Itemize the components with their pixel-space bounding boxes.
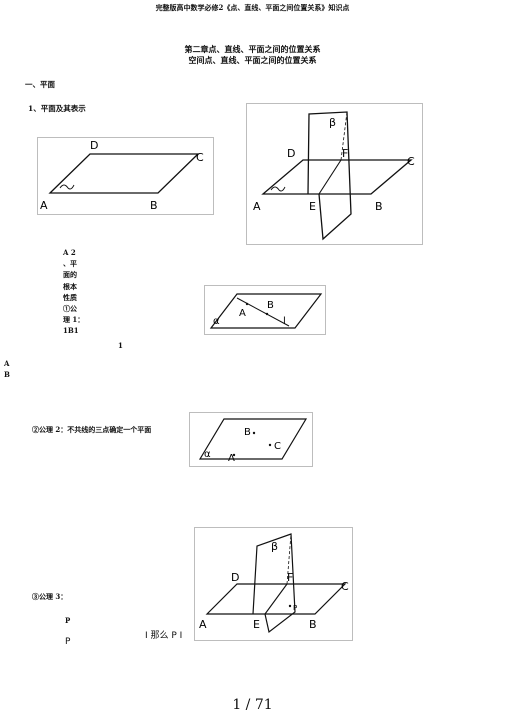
label-c: C: [341, 580, 349, 593]
label-alpha: α: [204, 449, 211, 460]
label-a: A: [199, 618, 207, 631]
stray-b: B: [4, 370, 10, 379]
prop-line-5: 性质: [63, 292, 77, 302]
label-a: A: [253, 200, 261, 213]
label-b: B: [150, 199, 158, 212]
label-beta: β: [329, 116, 336, 129]
label-d: D: [231, 571, 239, 584]
item-heading: 1、平面及其表示: [28, 104, 86, 113]
label-p: P: [293, 604, 297, 612]
label-b: B: [309, 618, 317, 631]
label-a: A: [40, 199, 48, 212]
label-alpha: α: [213, 316, 220, 327]
axiom-3-p: P: [65, 616, 71, 625]
label-c: C: [196, 151, 204, 164]
prop-line-1: A 2: [63, 248, 76, 257]
figure-plane-abcd: D C A B α: [37, 137, 214, 215]
properties-column: A 2 、平 面的 根本 性质 ①公 理 1： 1B1: [63, 247, 84, 337]
axiom-3-p2: P: [65, 637, 71, 647]
stray-one: 1: [118, 341, 123, 350]
axiom-3-label: ③公理 3：: [32, 592, 68, 601]
figure-line-in-plane: α A B l: [204, 285, 326, 335]
part-heading: 一、平面: [25, 80, 55, 89]
label-e: E: [253, 618, 260, 631]
axiom-2-text: ②公理 2：不共线的三点确定一个平面: [32, 425, 152, 434]
label-c: C: [407, 155, 415, 168]
label-f: F: [342, 147, 348, 160]
label-d: D: [90, 139, 98, 152]
label-a: A: [228, 453, 235, 464]
prop-line-7: 理 1：: [63, 315, 85, 325]
prop-line-3: 面的: [63, 270, 77, 280]
figure-intersecting-planes: β D F C A E B α: [246, 103, 423, 245]
label-b: B: [375, 200, 383, 213]
figure-axiom-3-planes: β D F C A E B P: [194, 527, 353, 641]
label-d: D: [287, 147, 295, 160]
axiom-3-then: I 那么 P I: [145, 631, 183, 641]
prop-line-4: 根本: [63, 281, 77, 291]
label-c: C: [274, 441, 281, 452]
figure-three-points: α A B C: [189, 412, 313, 467]
label-beta: β: [271, 540, 278, 553]
stray-a: A: [4, 359, 10, 368]
label-b: B: [244, 427, 251, 438]
label-e: E: [309, 200, 316, 213]
label-b: B: [267, 300, 274, 311]
prop-line-8: 1B1: [63, 326, 79, 336]
chapter-heading: 第二章点、直线、平面之间的位置关系: [184, 44, 321, 54]
label-f: F: [287, 571, 293, 584]
label-a: A: [239, 308, 246, 319]
page-indicator: 1 / 71: [232, 697, 273, 713]
prop-line-6: ①公: [63, 304, 77, 314]
label-l: l: [283, 316, 286, 327]
document-title: 完整版高中数学必修2《点、直线、平面之间位置关系》知识点: [155, 3, 350, 12]
section-heading: 空间点、直线、平面之间的位置关系: [188, 55, 317, 65]
prop-line-2: 、平: [63, 259, 77, 269]
